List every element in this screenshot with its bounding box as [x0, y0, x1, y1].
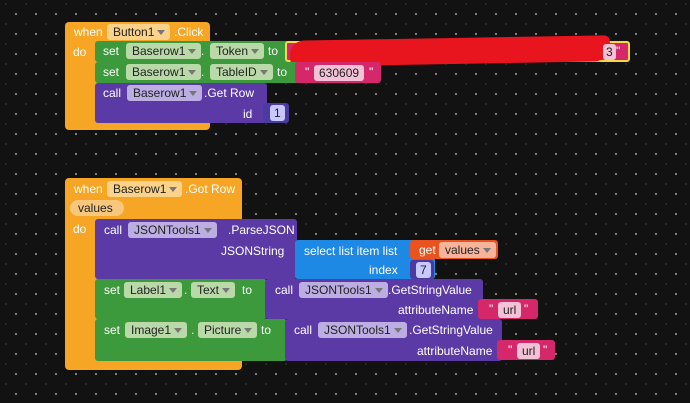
to-label: to: [242, 283, 253, 297]
call-label: call: [104, 223, 123, 237]
set-label: set: [104, 283, 121, 297]
number-value-index[interactable]: 7: [416, 262, 431, 278]
set-label: set: [103, 44, 120, 58]
to-label: to: [277, 65, 288, 79]
call-label: call: [103, 86, 122, 100]
quote-close: ": [369, 65, 374, 79]
component-dropdown-jsontools1[interactable]: JSONTools1: [128, 222, 217, 238]
dot-separator: .: [201, 65, 205, 79]
method-name: .ParseJSON: [228, 223, 295, 237]
component-dropdown-baserow1[interactable]: Baserow1: [126, 43, 202, 59]
token-value-tail: 3: [603, 44, 616, 60]
to-label: to: [261, 323, 272, 337]
quote-close: ": [543, 343, 548, 357]
tableid-value[interactable]: 630609: [314, 65, 365, 81]
quote-close: ": [616, 44, 621, 58]
set-label: set: [104, 323, 121, 337]
variable-dropdown-values[interactable]: values: [439, 242, 496, 258]
method-name: .GetStringValue: [409, 323, 493, 337]
call-label: call: [294, 323, 313, 337]
param-attributename-label: attributeName: [417, 344, 493, 358]
component-dropdown-button1[interactable]: Button1: [107, 24, 171, 40]
component-dropdown-baserow1[interactable]: Baserow1: [126, 64, 202, 80]
when-label: when: [74, 182, 103, 196]
event-name: .Click: [174, 25, 204, 39]
to-label: to: [268, 44, 279, 58]
param-attributename-label: attributeName: [398, 303, 474, 317]
component-dropdown-baserow1[interactable]: Baserow1: [127, 85, 203, 101]
component-dropdown-baserow1[interactable]: Baserow1: [107, 181, 183, 197]
do-label: do: [73, 45, 87, 59]
property-dropdown-text[interactable]: Text: [191, 282, 236, 298]
index-label: index: [369, 263, 398, 277]
property-dropdown-picture[interactable]: Picture: [198, 322, 258, 338]
param-values-chip[interactable]: [70, 200, 124, 216]
dot-separator: .: [191, 323, 195, 337]
component-dropdown-label1[interactable]: Label1: [124, 282, 183, 298]
component-dropdown-jsontools1[interactable]: JSONTools1: [318, 322, 407, 338]
property-dropdown-tableid[interactable]: TableID: [210, 64, 273, 80]
string-value-url[interactable]: url: [498, 302, 522, 318]
param-values-label: values: [78, 201, 113, 215]
quote-close: ": [524, 302, 529, 316]
dot-separator: .: [184, 283, 188, 297]
do-label: do: [73, 222, 87, 236]
param-jsonstring-label: JSONString: [221, 244, 285, 258]
event-name: .Got Row: [185, 182, 236, 196]
dot-separator: .: [201, 44, 205, 58]
when-label: when: [74, 25, 103, 39]
string-value-url[interactable]: url: [517, 343, 541, 359]
method-name: .Get Row: [204, 86, 255, 100]
component-dropdown-image1[interactable]: Image1: [125, 322, 188, 338]
number-value-id[interactable]: 1: [270, 105, 285, 121]
component-dropdown-jsontools1[interactable]: JSONTools1: [299, 282, 388, 298]
method-name: .GetStringValue: [388, 283, 472, 297]
param-id-label: id: [243, 107, 253, 121]
quote-open: ": [489, 302, 494, 316]
get-label: get: [419, 243, 436, 257]
set-label: set: [103, 65, 120, 79]
call-label: call: [275, 283, 294, 297]
select-list-item-label: select list item list: [304, 244, 398, 258]
quote-open: ": [508, 343, 513, 357]
quote-open: ": [305, 65, 310, 79]
property-dropdown-token[interactable]: Token: [210, 43, 265, 59]
